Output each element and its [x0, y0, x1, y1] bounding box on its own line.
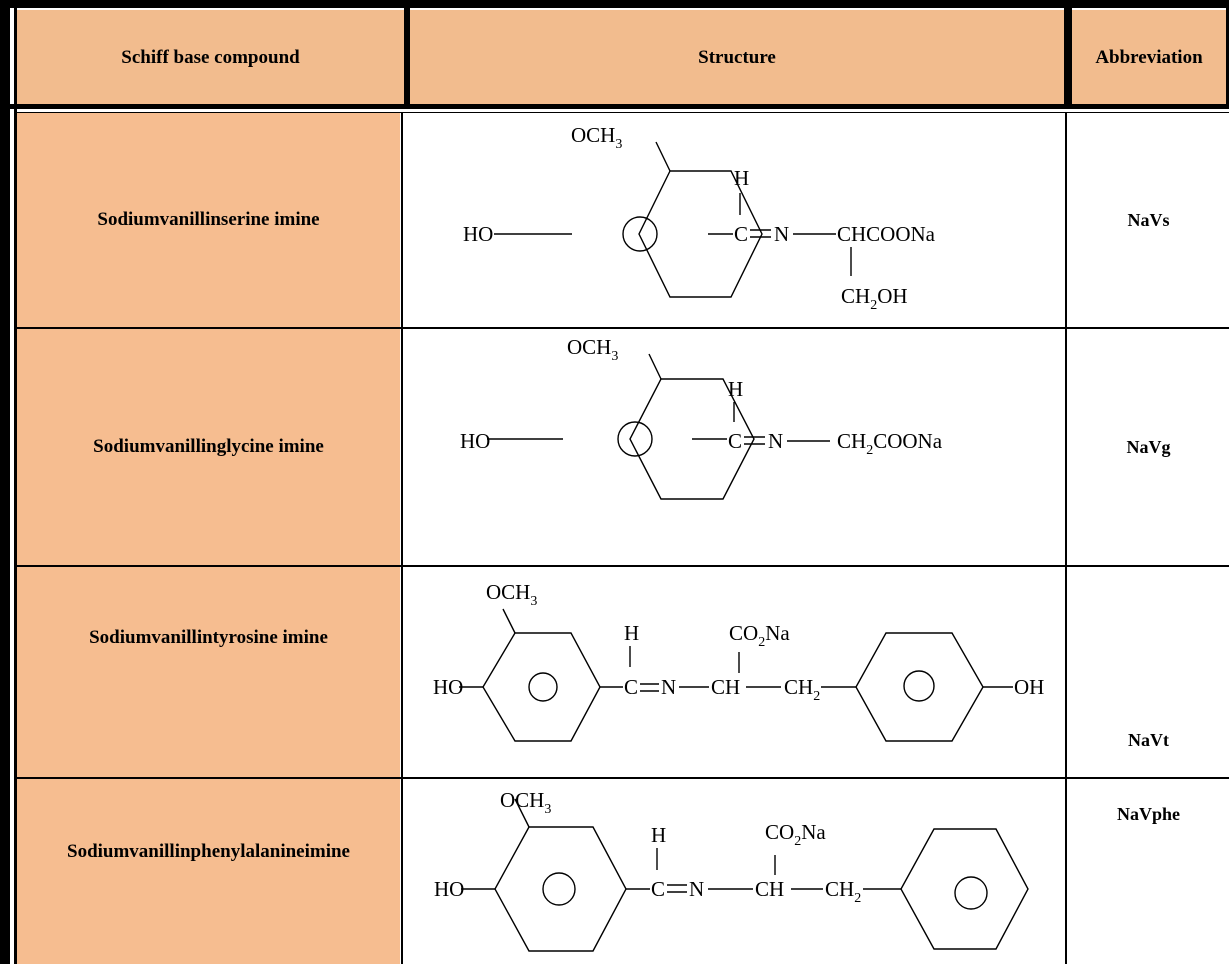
benzene-ring — [482, 632, 601, 742]
header-abbreviation-label: Abbreviation — [1095, 47, 1203, 68]
row-3-bottom-border — [17, 777, 1229, 779]
methoxy-label: OCH3 — [571, 123, 622, 152]
methoxy-label: OCH3 — [500, 788, 551, 817]
carbon-label: C — [651, 877, 665, 901]
methine-label: CH — [755, 877, 784, 901]
header-divider-2 — [1064, 8, 1072, 108]
phenol-ring — [855, 632, 984, 742]
hydroxy-label: HO — [460, 429, 490, 453]
hydrogen-label: H — [734, 166, 749, 190]
methylene-label: CH2 — [825, 877, 861, 906]
aromatic-circle — [622, 216, 658, 252]
row-1-bottom-border — [17, 327, 1229, 329]
body-divider-1 — [401, 112, 403, 964]
methoxy-bond — [502, 608, 516, 634]
header-bottom-border-inner — [17, 112, 1229, 113]
header-bottom-border — [10, 104, 1229, 109]
row-1-abbreviation-text: NaVs — [1127, 209, 1170, 230]
aromatic-circle — [542, 872, 576, 906]
aromatic-circle — [617, 421, 653, 457]
carbon-label: C — [728, 429, 742, 453]
row-2-bottom-border — [17, 565, 1229, 567]
header-structure-label: Structure — [698, 47, 776, 68]
row-1-name-text: Sodiumvanillinserine imine — [97, 209, 320, 230]
side-chain-label: CH2OH — [841, 284, 908, 313]
table-border-left — [0, 0, 10, 964]
row-1-name: Sodiumvanillinserine imine — [17, 113, 400, 327]
hydrogen-label: H — [728, 377, 743, 401]
methoxy-label: OCH3 — [567, 335, 618, 364]
phenyl-aromatic-circle — [954, 876, 988, 910]
row-2-abbreviation: NaVg — [1068, 329, 1229, 565]
row-4-structure: OCH3 HO H C N CH CO2Na CH2 — [434, 788, 1029, 952]
table-border-top — [0, 0, 1229, 8]
benzene-ring — [638, 170, 763, 298]
row-2-abbreviation-text: NaVg — [1126, 436, 1171, 457]
row-4-name: Sodiumvanillinphenylalanineimine — [17, 779, 400, 964]
row-3-abbreviation-text: NaVt — [1128, 729, 1169, 750]
nitrogen-label: N — [774, 222, 789, 246]
benzene-ring — [494, 826, 627, 952]
substituent-label: CHCOONa — [837, 222, 936, 246]
row-3-abbreviation: NaVt — [1068, 567, 1229, 777]
methoxy-bond — [655, 141, 671, 172]
header-divider-1 — [404, 8, 410, 108]
row-3-structure: OCH3 HO H C N CH CO2Na CH2 OH — [433, 580, 1044, 742]
header-abbreviation: Abbreviation — [1072, 8, 1226, 106]
row-1-structure: OCH3 HO H C N CHCOONa CH2OH — [463, 123, 936, 313]
row-1-abbreviation: NaVs — [1068, 113, 1229, 327]
nitrogen-label: N — [689, 877, 704, 901]
row-3-name: Sodiumvanillintyrosine imine — [17, 567, 400, 777]
hydrogen-label: H — [624, 621, 639, 645]
hydroxy-label: HO — [463, 222, 493, 246]
methoxy-bond — [648, 353, 662, 380]
carbon-label: C — [624, 675, 638, 699]
row-2-name-text: Sodiumvanillinglycine imine — [93, 436, 324, 457]
header-structure: Structure — [410, 8, 1064, 106]
hydroxy-label: HO — [433, 675, 463, 699]
methoxy-bond — [514, 798, 530, 828]
row-4-abbreviation-text: NaVphe — [1116, 804, 1180, 824]
table-border-left-inner — [14, 8, 17, 964]
header-compound-label: Schiff base compound — [121, 47, 300, 68]
carbon-label: C — [734, 222, 748, 246]
body-divider-2 — [1065, 112, 1067, 964]
phenol-aromatic-circle — [903, 670, 935, 702]
aromatic-circle — [528, 672, 558, 702]
nitrogen-label: N — [661, 675, 676, 699]
substituent-label: CH2COONa — [837, 429, 943, 458]
methylene-label: CH2 — [784, 675, 820, 704]
row-2-structure: OCH3 HO H C N CH2COONa — [460, 335, 943, 500]
row-3-name-text: Sodiumvanillintyrosine imine — [89, 627, 328, 648]
header-compound: Schiff base compound — [17, 8, 404, 106]
hydrogen-label: H — [651, 823, 666, 847]
carboxylate-label: CO2Na — [765, 820, 826, 849]
benzene-ring — [629, 378, 755, 500]
row-4-abbreviation: NaVphe — [1068, 779, 1229, 964]
table-border-right — [1226, 0, 1229, 108]
carboxylate-label: CO2Na — [729, 621, 790, 650]
hydroxy-label: HO — [434, 877, 464, 901]
nitrogen-label: N — [768, 429, 783, 453]
methoxy-label: OCH3 — [486, 580, 537, 609]
methine-label: CH — [711, 675, 740, 699]
row-2-name: Sodiumvanillinglycine imine — [17, 329, 400, 565]
terminal-label: OH — [1014, 675, 1044, 699]
row-4-name-text: Sodiumvanillinphenylalanineimine — [67, 840, 350, 862]
phenyl-ring — [900, 828, 1029, 950]
